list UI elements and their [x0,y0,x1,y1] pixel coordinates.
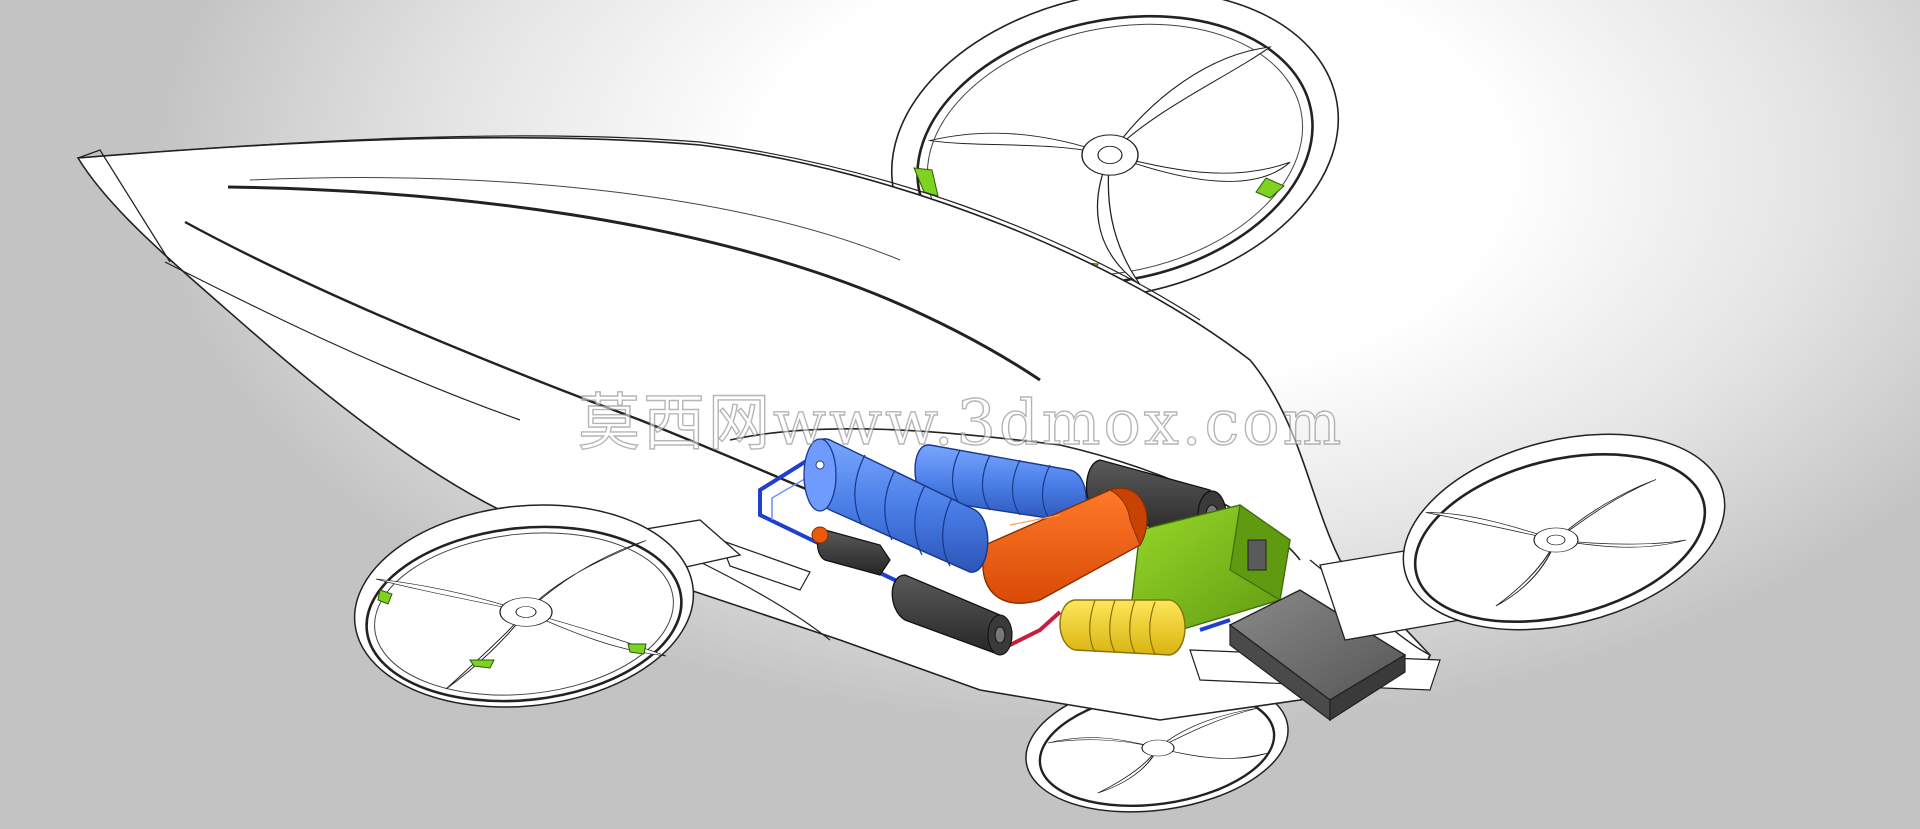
fan-top-rotor [927,46,1291,285]
fan-top-blade [1109,154,1291,182]
fan-bottom-blade [1157,707,1259,749]
fan-bottom-hub [1141,739,1175,757]
pipe-blue [1199,618,1231,632]
box-green [1131,503,1291,631]
fan-right [1319,433,1726,641]
tank-blue-front [803,438,989,573]
fan-right-blade [1425,512,1557,541]
hull-canopy-line-2 [249,177,901,261]
coil-yellow [1059,599,1186,656]
fan-bottom-blade [1157,747,1269,759]
fan-bottom-blade [1047,737,1159,749]
fitting-orange [811,526,829,544]
fan-top-blade-tip [913,167,939,197]
hull-shell [76,136,1431,721]
fan-right-rotor [1425,479,1687,607]
fan-right-blade [1555,479,1657,541]
hull-canopy-line [227,185,1041,382]
powertrain [758,438,1407,722]
hull-side-crease-2 [164,261,521,421]
hull-top-edge [77,135,1201,321]
fan-left-blade [445,611,527,690]
fan-left-blade [525,540,647,613]
fan-left-blade-tip [627,643,647,655]
fan-left-blade-tip [377,589,393,605]
hull-nose [77,149,171,263]
block-orange [982,487,1148,604]
fan-left-blade [375,578,527,613]
fan-right-blade [1495,539,1557,607]
fan-bottom-rotor [1047,707,1269,794]
fan-right-blade [1555,539,1687,548]
fan-top-blade [1109,46,1272,156]
motor-front [816,529,1013,656]
fan-left-blade-tip [469,659,495,669]
fan-top-blade-tip [1255,177,1285,199]
fan-top-blade [927,132,1111,156]
fan-left [353,504,742,708]
fan-bottom-blade [1097,747,1159,794]
battery-gray [1228,589,1407,722]
